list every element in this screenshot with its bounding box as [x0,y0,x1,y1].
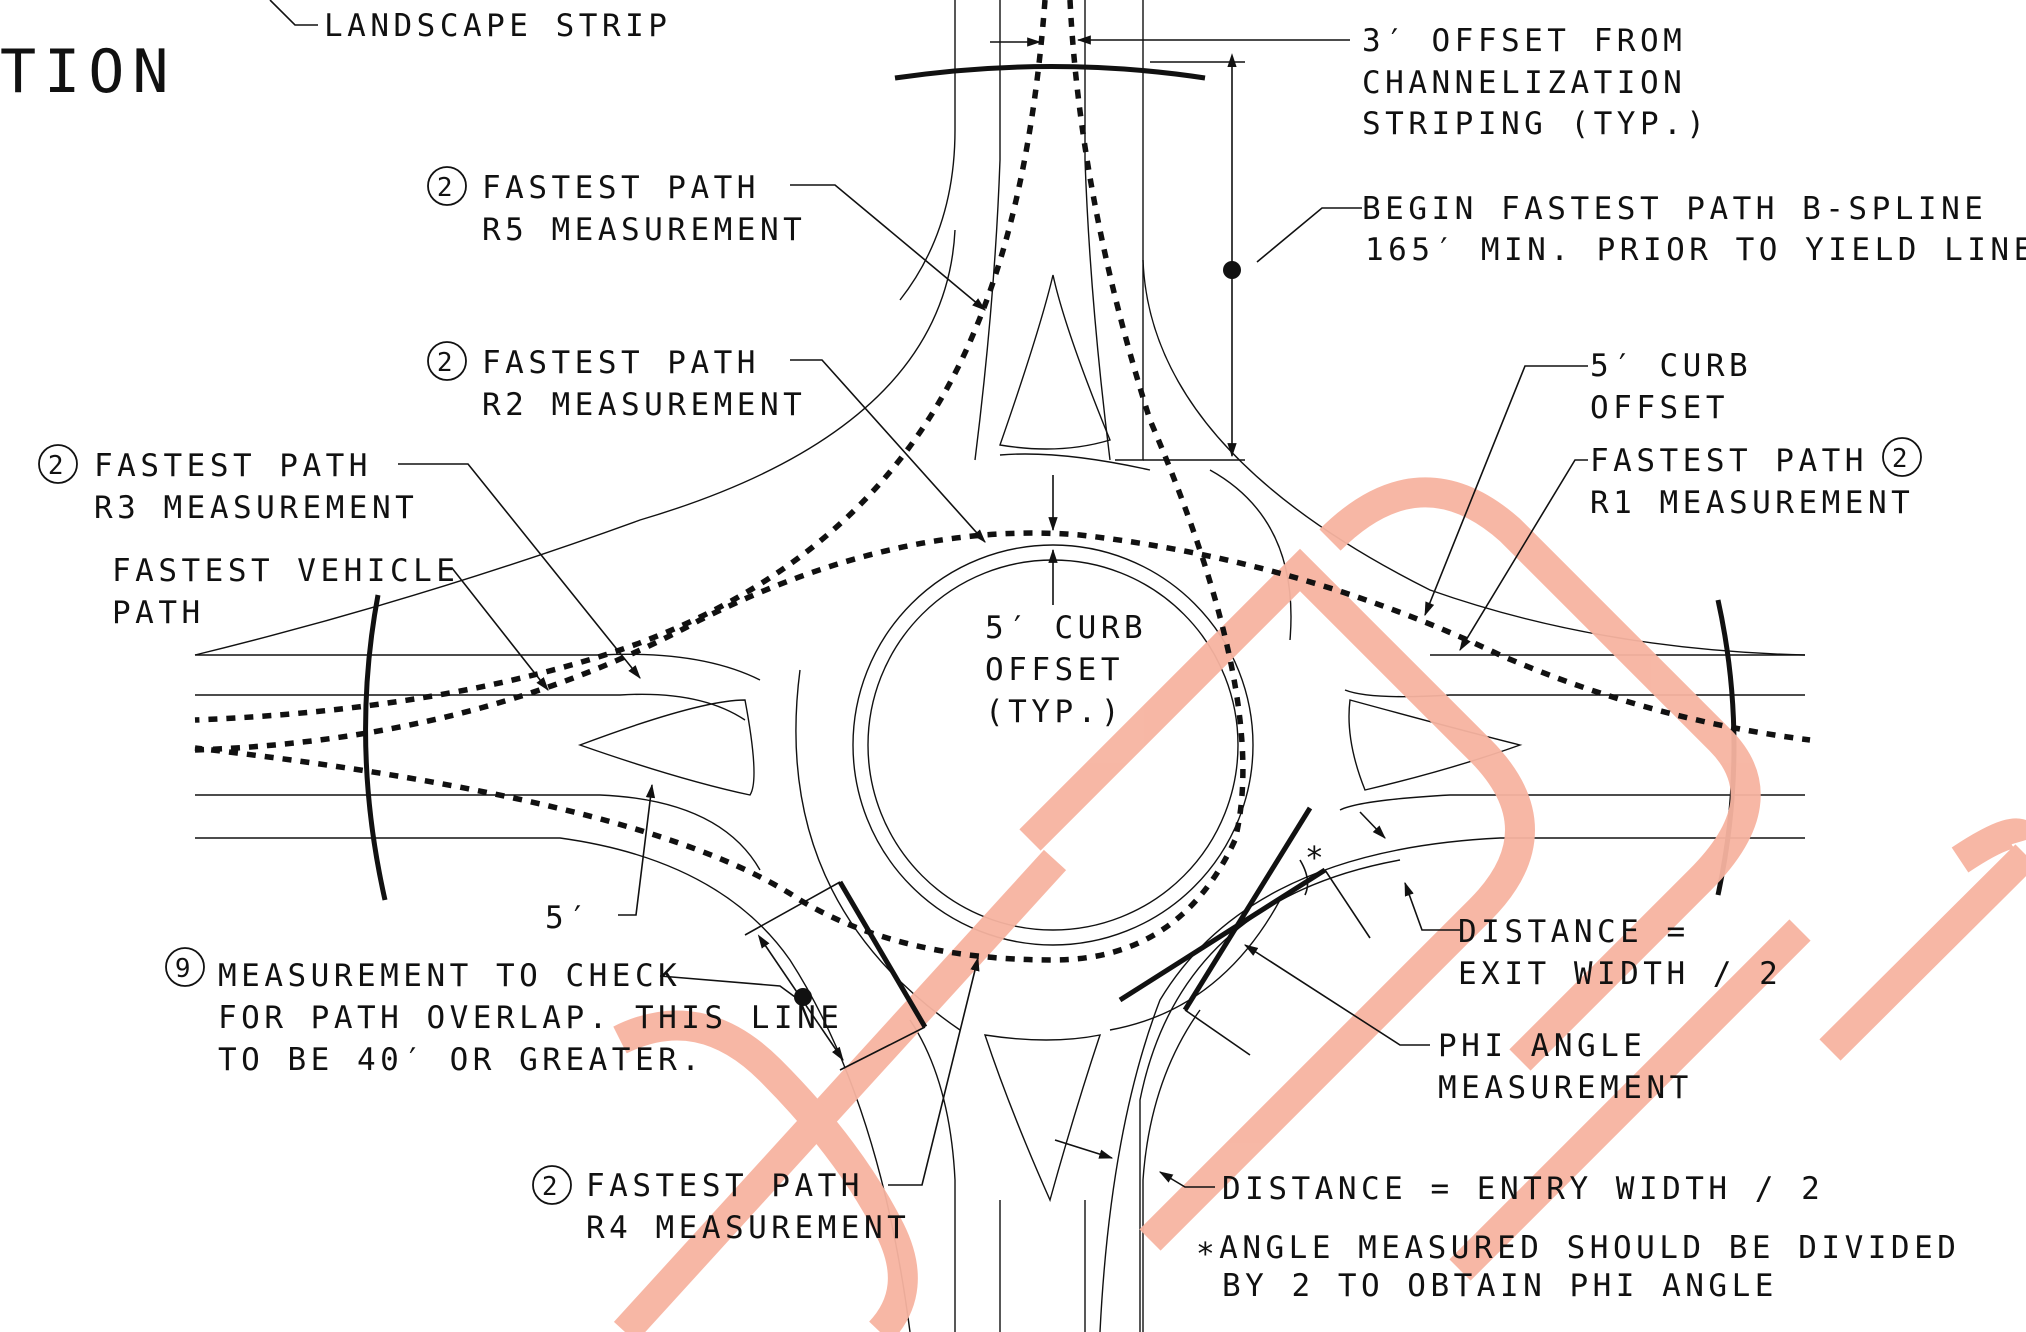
r1-label-line2: R1 MEASUREMENT [1590,485,1914,521]
note-bubble-r3 [38,444,78,484]
exit-width-label-line1: DISTANCE = [1458,914,1690,950]
entry-width-label: DISTANCE = ENTRY WIDTH / 2 [1222,1171,1824,1207]
phi-angle-label-line2: MEASUREMENT [1438,1070,1693,1106]
r2-label-line1: FASTEST PATH [482,345,760,381]
watermark-stroke [1019,548,1535,1251]
angle-asterisk: ∗ [1305,834,1328,870]
watermark-stroke [1319,477,1761,1071]
r2-label-line2: R2 MEASUREMENT [482,387,806,423]
overlap-note-line2: FOR PATH OVERLAP. THIS LINE [218,1000,843,1036]
measurement-lines [744,35,1371,1071]
r5-label-line1: FASTEST PATH [482,170,760,206]
overlap-note-line1: MEASUREMENT TO CHECK [218,958,681,994]
fastest-vehicle-path-line1: FASTEST VEHICLE [112,553,459,589]
note-number-r1: 2 [1892,444,1912,474]
watermark-stroke [1449,844,2026,1281]
note-number-m9: 9 [175,954,195,984]
note-bubble-r1 [1882,437,1922,477]
overlap-note-line3: TO BE 40′ OR GREATER. [218,1042,704,1078]
watermark-stroke [1951,818,2026,873]
center-curb-offset-line1: 5′ CURB [985,610,1147,646]
angle-note-line1: ∗ANGLE MEASURED SHOULD BE DIVIDED [1196,1230,1960,1266]
void-watermark [613,477,2026,1332]
exit-width-label-line2: EXIT WIDTH / 2 [1458,956,1782,992]
center-curb-offset-line3: (TYP.) [985,694,1124,730]
curb-offset-label-line2: OFFSET [1590,390,1729,426]
roadway-linework [194,0,1806,1332]
overlap-check-line [837,880,928,1029]
annotation-text: TION LANDSCAPE STRIP 3′ OFFSET FROM CHAN… [0,8,2026,1304]
r1-label-line1: FASTEST PATH [1590,443,1868,479]
fastest-path-west-to-east [194,530,1811,753]
note-bubble-r4 [532,1165,572,1205]
note-number-r3: 2 [48,451,68,481]
bspline-label-line2: 165′ MIN. PRIOR TO YIELD LINE. [1365,232,2026,268]
fastest-paths [194,0,1811,963]
leader-lines [269,0,1588,1188]
landscape-strip-label: LANDSCAPE STRIP [324,8,671,44]
drawing-title-partial: TION [0,37,177,107]
watermark-stroke [613,849,1067,1332]
r5-label-line2: R5 MEASUREMENT [482,212,806,248]
note-bubble-r2 [427,341,467,381]
phi-angle-line-a [1182,806,1313,1012]
phi-angle-line-b [1118,867,1327,1003]
offset-3-label-line1: 3′ OFFSET FROM [1362,23,1686,59]
note-number-r2: 2 [437,348,457,378]
note-number-r5: 2 [437,173,457,203]
r3-label-line1: FASTEST PATH [94,448,372,484]
bspline-label-line1: BEGIN FASTEST PATH B-SPLINE [1362,191,1987,227]
r4-label-line1: FASTEST PATH [586,1168,864,1204]
five-foot-label: 5′ [545,900,591,936]
note-number-r4: 2 [542,1172,562,1202]
center-curb-offset-line2: OFFSET [985,652,1124,688]
note-bubble-m9 [165,947,205,987]
fastest-path-north-through [194,0,1246,963]
r3-label-line2: R3 MEASUREMENT [94,490,418,526]
watermark-stroke [613,1010,918,1332]
fastest-path-north-to-west [194,0,1048,723]
curb-offset-label-line1: 5′ CURB [1590,348,1752,384]
note-bubble-r5 [427,166,467,206]
fastest-vehicle-path-line2: PATH [112,595,205,631]
r4-label-line2: R4 MEASUREMENT [586,1210,910,1246]
offset-3-label-line3: STRIPING (TYP.) [1362,106,1709,142]
angle-note-line2: BY 2 TO OBTAIN PHI ANGLE [1222,1268,1778,1304]
phi-angle-label-line1: PHI ANGLE [1438,1028,1646,1064]
offset-3-label-line2: CHANNELIZATION [1362,65,1686,101]
